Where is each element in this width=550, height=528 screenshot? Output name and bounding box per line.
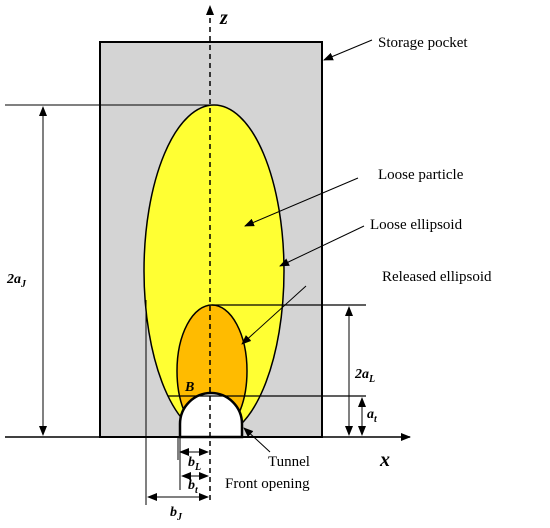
released-ellipsoid-leader [241, 285, 307, 345]
z-axis-label: z [219, 7, 228, 29]
dim-2al-label: 2aL [354, 367, 375, 385]
tunnel-label: Tunnel [268, 454, 310, 470]
loose-particle-leader [244, 177, 359, 227]
loose-ellipsoid-label: Loose ellipsoid [370, 217, 463, 233]
released-ellipsoid-label: Released ellipsoid [382, 269, 492, 285]
point-b-label: B [184, 380, 194, 395]
storage-pocket-label: Storage pocket [378, 35, 468, 51]
front-opening-label: Front opening [225, 476, 310, 492]
dim-2aj-label: 2aJ [6, 272, 27, 290]
tunnel-leader [243, 427, 271, 453]
loose-ellipsoid-leader [279, 225, 365, 267]
dim-bj-label: bJ [170, 505, 183, 523]
tunnel-opening [178, 391, 244, 439]
storage-pocket-leader [323, 39, 373, 61]
dim-bt-label: bt [188, 478, 199, 496]
loose-particle-label: Loose particle [378, 167, 464, 183]
x-axis-label: x [379, 449, 390, 471]
dim-at-label: at [367, 407, 378, 425]
dim-bl-label: bL [188, 455, 201, 473]
